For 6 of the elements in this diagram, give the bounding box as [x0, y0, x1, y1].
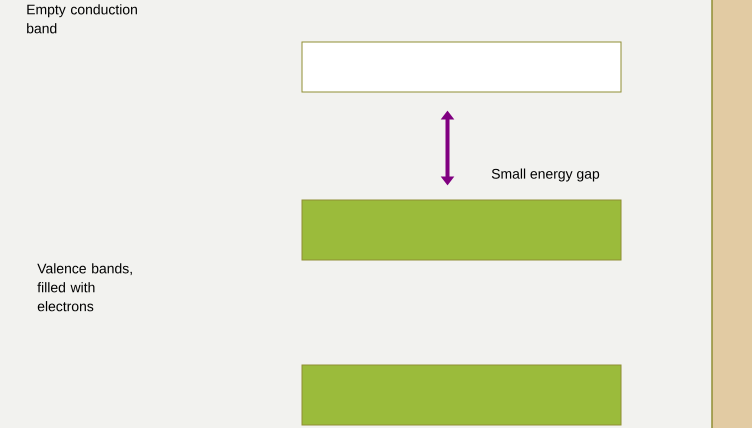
band-box [302, 200, 622, 260]
band-label: Valence bands, filled with electrons [37, 263, 132, 312]
band-box [302, 364, 622, 426]
band-box [302, 42, 622, 92]
band-label: Empty conduction band [27, 4, 137, 34]
edge-label: Small energy gap [492, 168, 600, 182]
